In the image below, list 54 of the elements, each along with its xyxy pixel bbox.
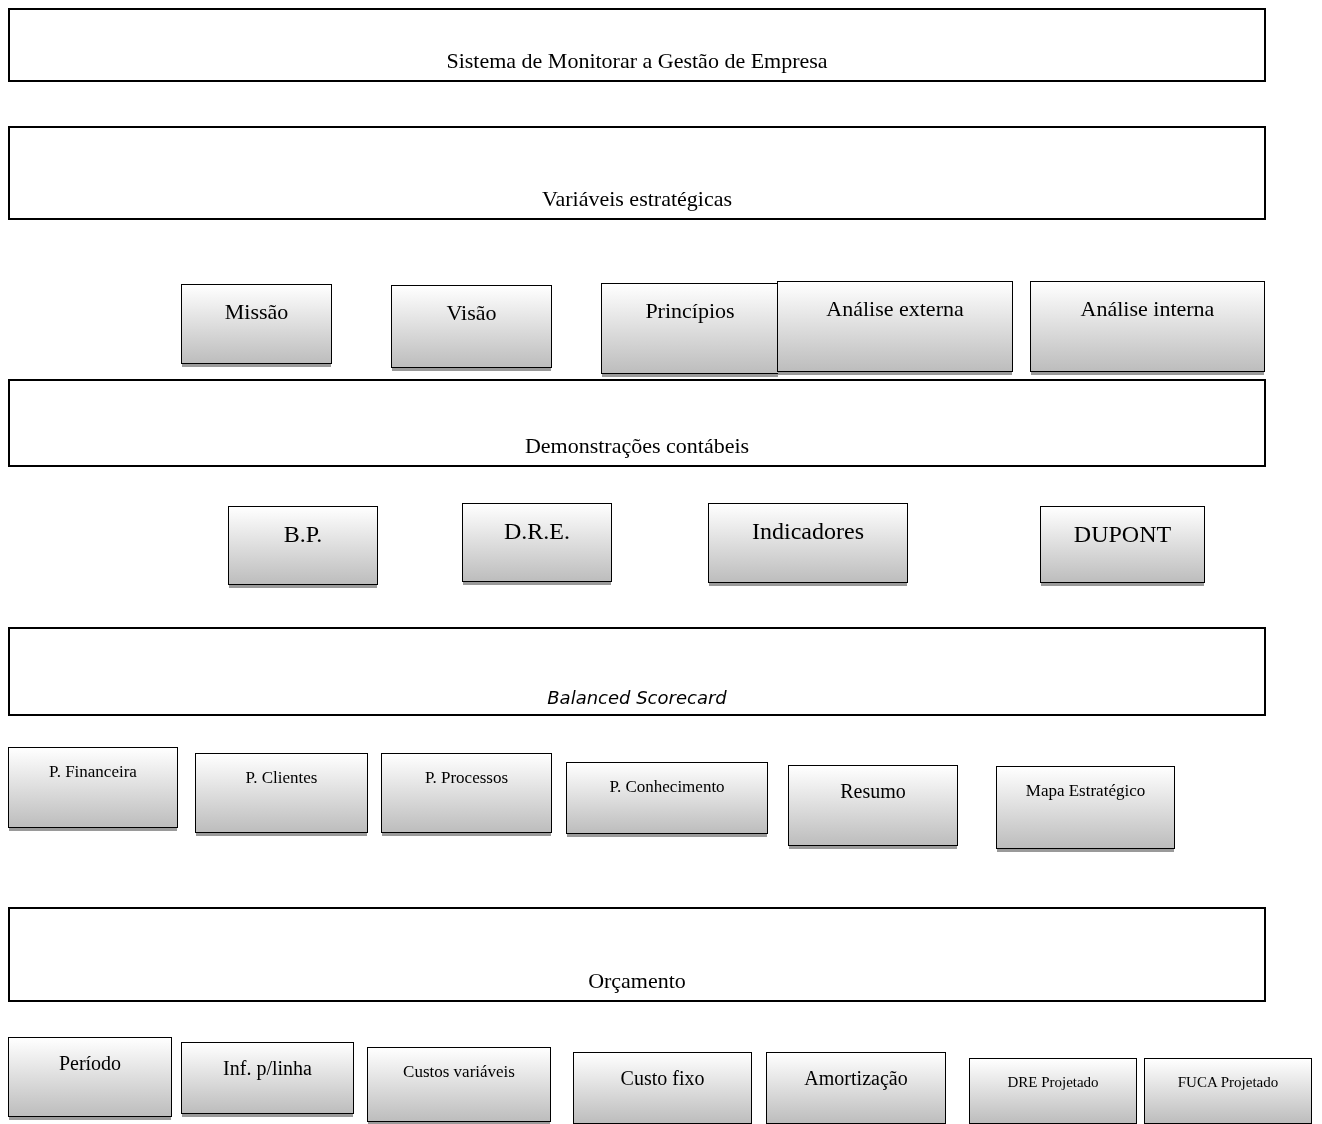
- module-box: [1030, 281, 1265, 372]
- module-box: [228, 506, 378, 585]
- module-label: Custos variáveis: [403, 1062, 515, 1082]
- module-label: D.R.E.: [504, 518, 570, 545]
- section-title: Balanced Scorecard: [547, 687, 727, 708]
- module-box: [573, 1052, 752, 1124]
- module-label: Custo fixo: [620, 1067, 705, 1090]
- module-label: B.P.: [283, 521, 323, 548]
- module-label: Inf. p/linha: [223, 1057, 312, 1080]
- module-label: Período: [58, 1052, 122, 1075]
- module-box: [8, 747, 178, 828]
- section-band: [8, 627, 1266, 716]
- module-label: Resumo: [840, 780, 906, 803]
- module-label: Princípios: [645, 298, 735, 324]
- module-box: [195, 753, 368, 833]
- module-label: P. Clientes: [245, 768, 318, 788]
- module-label: P. Conhecimento: [609, 777, 725, 797]
- module-box: [1040, 506, 1205, 583]
- module-label: Missão: [224, 299, 289, 325]
- section-band: [8, 379, 1266, 467]
- module-box: [708, 503, 908, 583]
- module-label: Amortização: [804, 1067, 908, 1090]
- section-title: Demonstrações contábeis: [524, 433, 750, 459]
- module-box: [766, 1052, 946, 1124]
- module-box: [788, 765, 958, 846]
- module-box: [462, 503, 612, 582]
- module-box: [381, 753, 552, 833]
- module-label: Indicadores: [752, 518, 864, 545]
- module-box: [601, 283, 779, 374]
- module-box: [566, 762, 768, 834]
- section-title: Orçamento: [588, 968, 686, 994]
- module-label: DUPONT: [1073, 521, 1172, 548]
- module-label: Visão: [446, 300, 497, 326]
- module-label: DRE Projetado: [1007, 1074, 1099, 1091]
- module-box: [1144, 1058, 1312, 1124]
- module-label: P. Financeira: [49, 762, 137, 782]
- module-box: [391, 285, 552, 368]
- module-label: Mapa Estratégico: [1025, 781, 1146, 801]
- module-box: [777, 281, 1013, 372]
- module-label: FUCA Projetado: [1177, 1074, 1279, 1091]
- section-band: [8, 907, 1266, 1002]
- module-box: [996, 766, 1175, 849]
- section-band: [8, 126, 1266, 220]
- module-box: [181, 284, 332, 364]
- module-box: [181, 1042, 354, 1114]
- module-label: Análise interna: [1080, 296, 1215, 322]
- module-box: [367, 1047, 551, 1122]
- section-title: Variáveis estratégicas: [542, 186, 732, 212]
- section-title: Sistema de Monitorar a Gestão de Empresa: [446, 48, 828, 74]
- module-box: [8, 1037, 172, 1117]
- module-label: P. Processos: [424, 768, 509, 788]
- section-band: [8, 8, 1266, 82]
- module-label: Análise externa: [826, 296, 964, 322]
- module-box: [969, 1058, 1137, 1124]
